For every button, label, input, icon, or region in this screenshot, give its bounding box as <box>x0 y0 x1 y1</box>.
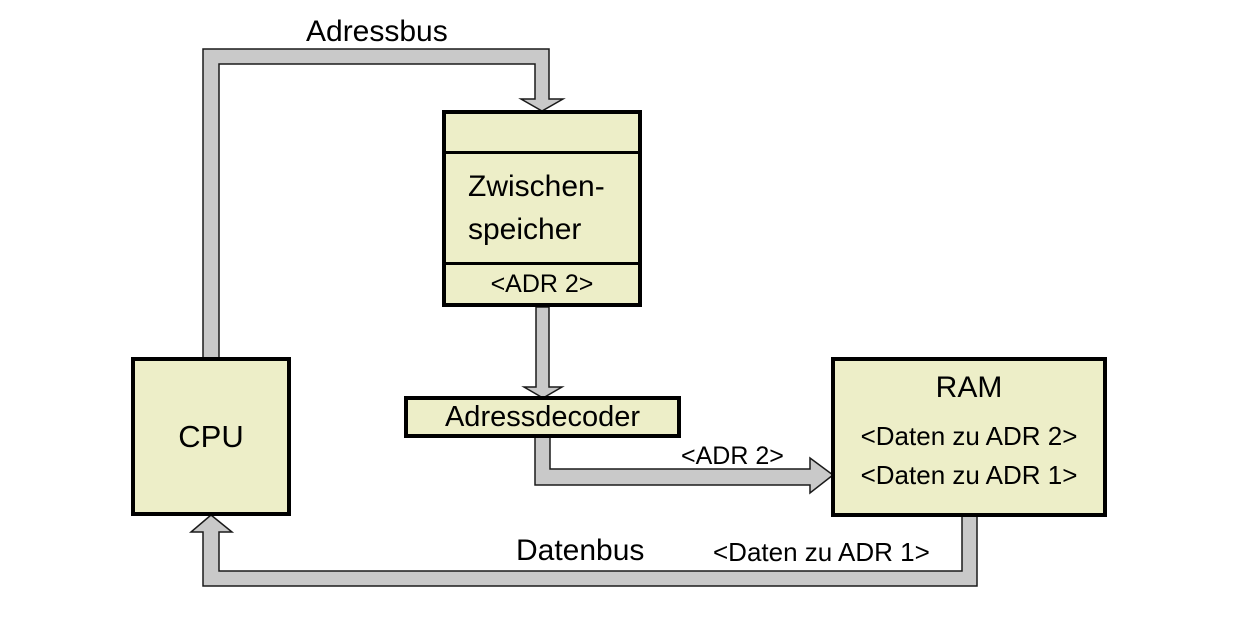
buffer-empty-slot <box>446 114 638 154</box>
decoder-to-ram-pipe <box>534 436 835 495</box>
ram-box: RAM <Daten zu ADR 2> <Daten zu ADR 1> <box>831 357 1107 517</box>
datenbus-payload-label: <Daten zu ADR 1> <box>713 537 930 567</box>
cpu-label: CPU <box>178 418 244 454</box>
buffer-box: Zwischen- speicher <ADR 2> <box>442 110 642 307</box>
ram-contents: <Daten zu ADR 2> <Daten zu ADR 1> <box>835 417 1103 495</box>
datenbus-pipe <box>188 514 978 587</box>
adressbus-label: Adressbus <box>306 15 448 48</box>
ram-data-row-adr1: <Daten zu ADR 1> <box>860 460 1078 490</box>
adr2-signal-label: <ADR 2> <box>681 442 784 470</box>
cpu-box: CPU <box>131 357 291 516</box>
ram-data-row-adr2: <Daten zu ADR 2> <box>860 421 1078 451</box>
buffer-label-line2: speicher <box>468 213 582 246</box>
ram-label: RAM <box>935 371 1003 404</box>
buffer-label-line1: Zwischen- <box>468 170 605 203</box>
buffer-label: Zwischen- speicher <box>446 154 638 262</box>
buffer-address-slot: <ADR 2> <box>446 262 638 303</box>
address-decoder-label: Adressdecoder <box>444 400 641 433</box>
datenbus-label: Datenbus <box>516 534 645 567</box>
buffer-to-decoder-pipe <box>521 306 565 399</box>
adressbus-pipe <box>202 48 566 359</box>
address-decoder-box: Adressdecoder <box>404 396 681 438</box>
